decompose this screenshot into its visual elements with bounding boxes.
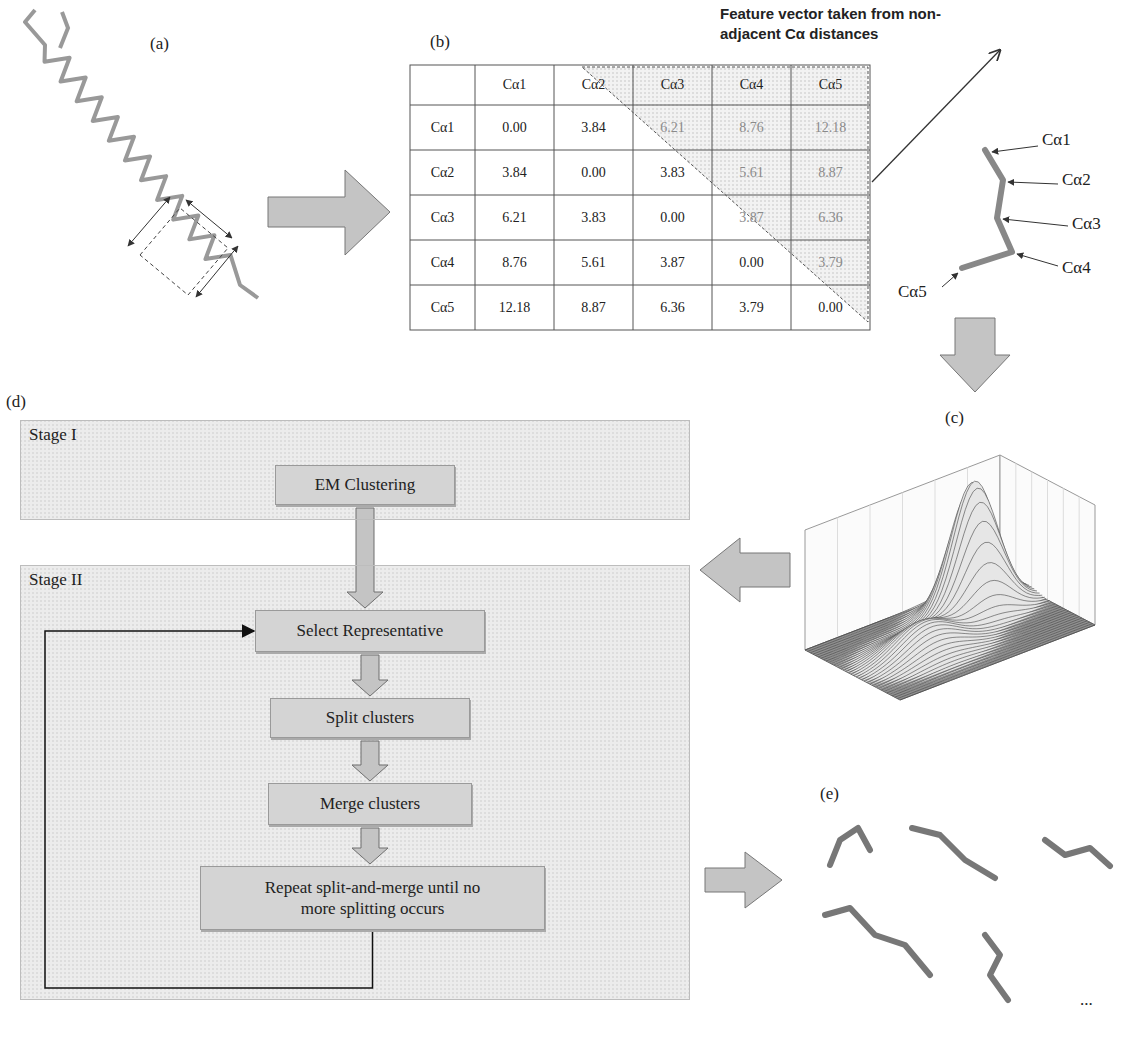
panel-letter: (c) <box>945 408 964 428</box>
table-cell: 8.76 <box>712 105 791 150</box>
box-text: Merge clusters <box>320 793 420 814</box>
table-cell: 3.83 <box>633 150 712 195</box>
table-cell: 8.87 <box>554 285 633 330</box>
leader-line <box>1003 219 1068 226</box>
flow-arrow <box>347 508 383 608</box>
table-cell: 12.18 <box>475 285 554 330</box>
table-cell: Cα2 <box>410 150 475 195</box>
table-cell: 3.79 <box>791 240 870 285</box>
process-box: Split clusters <box>270 698 470 738</box>
panel-letter: (b) <box>430 32 450 52</box>
band-grounds <box>20 420 690 1000</box>
table-rule <box>410 105 870 106</box>
table-cell: 3.79 <box>712 285 791 330</box>
table-cell: Cα4 <box>712 65 791 105</box>
process-box: EM Clustering <box>275 465 455 505</box>
table-cell: 3.83 <box>554 195 633 240</box>
table-cell: 0.00 <box>554 150 633 195</box>
table-rule <box>410 195 870 196</box>
box-text: Select Representative <box>297 620 444 641</box>
stage-title: Stage I <box>21 421 85 449</box>
table-cell: Cα5 <box>410 285 475 330</box>
table-rule <box>410 285 870 286</box>
table-cell: 5.61 <box>712 150 791 195</box>
table-cell: 5.61 <box>554 240 633 285</box>
block-arrow <box>700 538 790 602</box>
table-cell: 3.87 <box>712 195 791 240</box>
panel-letter: (a) <box>150 34 169 54</box>
process-box: Merge clusters <box>268 783 472 825</box>
atom-label: Cα4 <box>1062 258 1091 278</box>
process-box: Repeat split-and-merge until no more spl… <box>200 866 545 930</box>
table-rule <box>410 150 870 151</box>
atom-label: Cα3 <box>1072 214 1101 234</box>
leader-line <box>992 146 1038 152</box>
dimension-arrow <box>186 200 232 238</box>
panel-letter: (e) <box>820 784 839 804</box>
table-cell: 3.84 <box>475 150 554 195</box>
leader-line <box>1017 254 1058 266</box>
table-cell: 3.84 <box>554 105 633 150</box>
feature-note: Feature vector taken from non-adjacent C… <box>720 4 960 45</box>
table-cell: Cα3 <box>633 65 712 105</box>
table-cell: 0.00 <box>633 195 712 240</box>
table-cell: 0.00 <box>475 105 554 150</box>
table-cell: Cα5 <box>791 65 870 105</box>
flow-arrow <box>352 655 388 696</box>
density-plot <box>805 455 1095 700</box>
table-cell: Cα1 <box>475 65 554 105</box>
box-text: Split clusters <box>326 707 414 728</box>
dimension-arrow <box>196 246 238 297</box>
fragment-set <box>825 828 1110 1000</box>
leader-line <box>942 273 958 287</box>
block-arrow <box>268 170 390 255</box>
stage-title: Stage II <box>21 566 90 594</box>
block-arrow <box>940 318 1010 392</box>
flow-arrow <box>352 828 388 864</box>
table-cell: 0.00 <box>791 285 870 330</box>
band-ground <box>20 420 690 520</box>
table-cell: 6.36 <box>633 285 712 330</box>
window-box <box>140 208 228 295</box>
table-rule <box>410 240 870 241</box>
table-cell: 8.76 <box>475 240 554 285</box>
atom-label: Cα2 <box>1062 170 1091 190</box>
protein-backbone <box>25 10 258 298</box>
table-cell: Cα3 <box>410 195 475 240</box>
table-cell: 6.36 <box>791 195 870 240</box>
box-text: EM Clustering <box>315 474 416 495</box>
leader-line <box>1008 182 1058 184</box>
backbone-branch <box>60 12 68 48</box>
box-text: Repeat split-and-merge until no more spl… <box>248 877 498 920</box>
table-border <box>410 65 870 330</box>
process-box: Select Representative <box>255 610 485 652</box>
distance-table <box>410 65 870 330</box>
flow-arrow <box>352 741 388 781</box>
atom-label: Cα5 <box>898 282 927 302</box>
table-cell: Cα2 <box>554 65 633 105</box>
table-cell: Cα1 <box>410 105 475 150</box>
table-cell: 3.87 <box>633 240 712 285</box>
pointer-arrow <box>872 50 1000 182</box>
band-ground <box>20 565 690 1000</box>
table-cell: 12.18 <box>791 105 870 150</box>
table-cell: 6.21 <box>633 105 712 150</box>
stage-band: Stage II Select RepresentativeSplit clust… <box>20 565 690 1000</box>
table-cell: Cα4 <box>410 240 475 285</box>
table-cell: 6.21 <box>475 195 554 240</box>
ellipsis: ... <box>1080 990 1093 1010</box>
fragment <box>962 150 1012 268</box>
block-arrow <box>705 852 782 908</box>
panel-letter: (d) <box>6 392 26 412</box>
table-cell: 8.87 <box>791 150 870 195</box>
table-cell: 0.00 <box>712 240 791 285</box>
backbone-trace <box>25 10 258 298</box>
dimension-arrow <box>128 197 170 246</box>
stage-band: Stage I EM Clustering <box>20 420 690 520</box>
atom-label: Cα1 <box>1042 130 1071 150</box>
